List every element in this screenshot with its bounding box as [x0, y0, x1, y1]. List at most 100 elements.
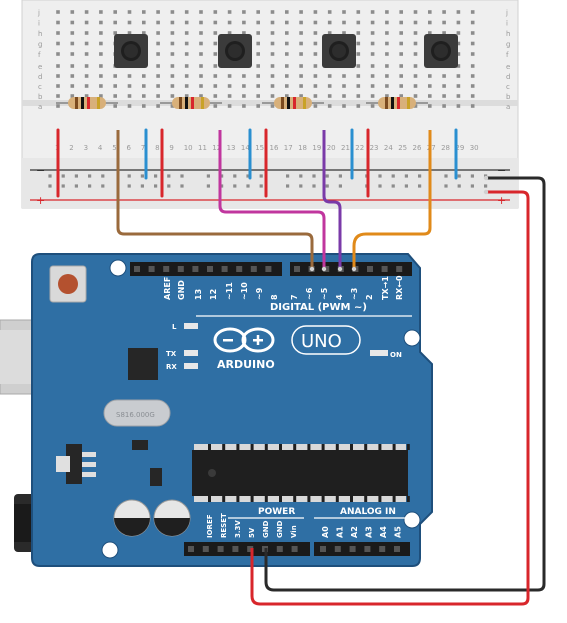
digital-pin-label: AREF — [163, 277, 172, 300]
led-on — [370, 350, 388, 356]
column-number-28: 28 — [441, 144, 450, 152]
analog-header-label: ANALOG IN — [340, 507, 396, 517]
push-button-2[interactable] — [218, 34, 252, 68]
rail-minus-label: − — [36, 164, 45, 177]
push-button-3[interactable] — [322, 34, 356, 68]
power-pin-label: GND — [276, 520, 284, 538]
arduino-infinity-icon — [213, 327, 275, 353]
row-label-g: g — [38, 41, 42, 49]
bottom-header-holes — [188, 546, 400, 552]
digital-pin-label: 2 — [365, 294, 374, 300]
row-label-b: b — [38, 93, 43, 101]
digital-header-right[interactable] — [290, 262, 412, 276]
row-label-c-right: c — [506, 83, 510, 91]
digital-pin-label: ~11 — [225, 282, 234, 300]
column-number-2: 2 — [69, 144, 73, 152]
capacitor-2 — [153, 499, 191, 537]
wire-magenta[interactable] — [218, 130, 326, 268]
power-pin-label: 5V — [248, 527, 256, 538]
row-label-i-right: i — [506, 20, 508, 28]
uno-model-text: UNO — [301, 331, 342, 352]
column-number-15: 15 — [255, 144, 264, 152]
analog-pin-label: A1 — [336, 526, 345, 538]
column-number-11: 11 — [198, 144, 207, 152]
digital-pin-label: 12 — [209, 289, 218, 300]
analog-pin-label: A3 — [365, 526, 374, 538]
led-rx-label: RX — [166, 363, 177, 371]
column-number-23: 23 — [370, 144, 379, 152]
uno-badge — [291, 325, 361, 355]
breadboard-holes — [48, 10, 488, 188]
led-l-label: L — [172, 323, 177, 331]
row-label-h: h — [38, 30, 42, 38]
led-l — [184, 323, 198, 329]
power-header[interactable] — [184, 542, 310, 556]
signal-wires[interactable] — [116, 130, 432, 272]
column-number-14: 14 — [241, 144, 250, 152]
analog-pin-label: A5 — [394, 526, 403, 538]
column-number-6: 6 — [127, 144, 132, 152]
power-pin-label: 3.3V — [234, 520, 242, 538]
row-label-d: d — [38, 73, 42, 81]
digital-pin-label: ~3 — [350, 288, 359, 300]
column-number-25: 25 — [398, 144, 407, 152]
column-number-17: 17 — [284, 144, 293, 152]
push-button-4[interactable] — [424, 34, 458, 68]
led-rx — [184, 363, 198, 369]
row-label-g-right: g — [506, 41, 510, 49]
push-button-1[interactable] — [114, 34, 148, 68]
column-number-9: 9 — [169, 144, 173, 152]
row-label-a-right: a — [506, 103, 510, 111]
power-wires[interactable] — [250, 175, 546, 606]
wire-purple[interactable] — [322, 130, 342, 268]
wire-brown[interactable] — [116, 130, 314, 268]
rail-minus-label-right: − — [497, 164, 506, 177]
column-number-10: 10 — [184, 144, 193, 152]
capacitor-1 — [113, 499, 151, 537]
resistor-3[interactable] — [262, 97, 324, 109]
digital-pin-label: RX←0 — [395, 275, 404, 300]
usb-chip — [128, 348, 158, 380]
mount-hole-1 — [109, 259, 127, 277]
digital-pin-label: GND — [177, 280, 186, 300]
resistor-2[interactable] — [160, 97, 222, 109]
column-number-7: 7 — [141, 144, 145, 152]
column-number-18: 18 — [298, 144, 307, 152]
digital-pin-label: 7 — [290, 294, 299, 300]
digital-pin-label: ~6 — [305, 287, 314, 300]
column-number-8: 8 — [155, 144, 159, 152]
arduino-logo-text: ARDUINO — [217, 358, 275, 371]
analog-header[interactable] — [314, 542, 410, 556]
power-pin-label: IOREF — [206, 514, 214, 538]
digital-pin-label: 8 — [270, 294, 279, 300]
reset-button[interactable] — [49, 265, 87, 303]
column-number-20: 20 — [327, 144, 336, 152]
mount-hole-3 — [403, 511, 421, 529]
led-tx-label: TX — [166, 350, 177, 358]
power-pin-label: GND — [262, 520, 270, 538]
column-number-30: 30 — [470, 144, 479, 152]
column-number-13: 13 — [227, 144, 236, 152]
breadboard-jumpers[interactable] — [56, 128, 458, 198]
resistor-1[interactable] — [56, 97, 118, 109]
column-number-22: 22 — [355, 144, 364, 152]
rail-plus-label: + — [36, 194, 45, 207]
wire-orange[interactable] — [352, 130, 432, 268]
atmega-chip — [192, 444, 410, 502]
digital-pin-label: ~5 — [320, 287, 329, 300]
power-pin-label: RESET — [220, 513, 228, 538]
column-number-24: 24 — [384, 144, 393, 152]
digital-header-left[interactable] — [130, 262, 282, 276]
row-label-e: e — [38, 63, 42, 71]
wire-black-gnd[interactable] — [264, 176, 546, 592]
wire-red-5v[interactable] — [250, 190, 530, 606]
row-label-j: j — [37, 9, 40, 17]
regulator-tab — [56, 456, 70, 472]
resistor-4[interactable] — [366, 97, 428, 109]
digital-pin-label: 4 — [335, 294, 344, 300]
